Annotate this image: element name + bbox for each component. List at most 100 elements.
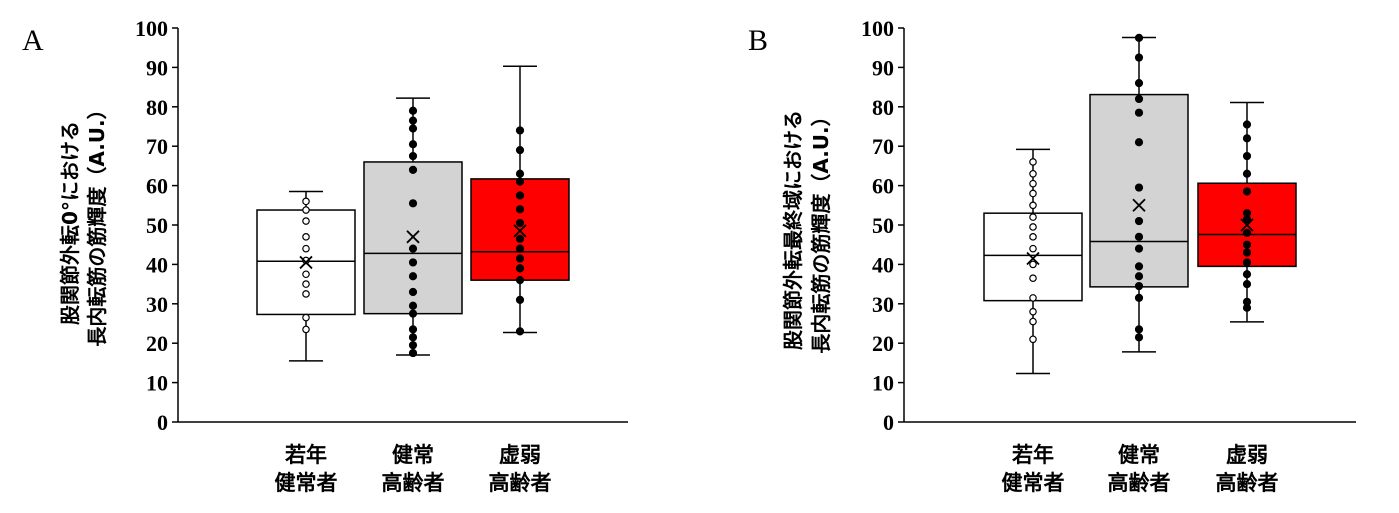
panel-b-group-3-data-point: [1242, 187, 1252, 196]
panel-b-group-3-data-point: [1242, 169, 1252, 178]
panel-b-group-1-label-line-1: 若年: [1011, 443, 1054, 467]
panel-b-group-2-data-point: [1134, 108, 1144, 117]
panel-b-group-2-data-point: [1134, 293, 1144, 302]
panel-a-group-3-data-point: [515, 177, 525, 186]
panel-b-group-3-label-line-1: 虚弱: [1226, 443, 1268, 467]
panel-b-group-1-mean-marker: [1026, 251, 1040, 266]
panel-a-ytick-label: 10: [146, 371, 168, 396]
panel-a-ytick-label: 100: [135, 16, 168, 41]
panel-a-group-1-data-point: [302, 233, 310, 241]
panel-a-group-3-data-point: [515, 205, 525, 214]
panel-b-group-1-data-point: [1029, 335, 1037, 344]
panel-a-group-3-data-point: [515, 146, 525, 155]
panel-a-group-2-data-point: [408, 348, 418, 358]
panel-b-group-2-mean-marker: [1132, 198, 1146, 212]
panel-a-ytick-label: 0: [157, 410, 168, 435]
panel-a-group-2-data-point: [408, 199, 418, 208]
panel-a-ytick-label: 50: [146, 213, 168, 238]
panel-b-group-2-data-point: [1134, 33, 1144, 42]
panel-b-ytick-label: 100: [861, 16, 894, 41]
panel-b-letter: B: [748, 24, 768, 57]
panel-a-group-3-label-line-2: 高齢者: [489, 471, 552, 495]
panel-a-letter: A: [22, 24, 44, 57]
panel-a-ytick-label: 60: [146, 174, 168, 199]
panel-b-group-2-data-point: [1134, 216, 1144, 226]
panel-b-group-2-data-point: [1134, 281, 1144, 291]
panel-b-group-1-data-point: [1029, 223, 1037, 231]
panel-a-group-2-data-point: [408, 244, 418, 253]
panel-a-group-2-data-point: [408, 151, 418, 161]
panel-b-group-1-data-point: [1029, 244, 1037, 253]
panel-b-group-2-data-point: [1134, 325, 1144, 334]
panel-a-group-1-data-point: [302, 270, 310, 279]
panel-a-group-1-mean-marker: [299, 255, 313, 270]
panel-b-ytick-label: 30: [872, 292, 894, 317]
panel-b-group-3-data-point: [1242, 270, 1252, 279]
panel-b-group-1-data-point: [1029, 213, 1037, 221]
panel-a-ytick-label: 20: [146, 331, 168, 356]
panel-b-group-1-data-point: [1029, 158, 1037, 166]
panel-a-ytick-label: 40: [146, 252, 168, 277]
panel-a-ytick-label: 30: [146, 292, 168, 317]
panel-b-group-1-label-line-2: 健常者: [1002, 471, 1065, 495]
panel-b-ylabel-line-1: 股関節外転最終域における: [781, 110, 805, 350]
panel-b-group-1-data-point: [1029, 294, 1037, 302]
panel-a-ylabel-line-2: 長内転筋の筋輝度（A.U.）: [85, 99, 109, 346]
panel-b-group-2-label-line-2: 高齢者: [1108, 471, 1171, 495]
panel-b-group-3-data-point: [1242, 248, 1252, 257]
panel-b-group-2-data-point: [1134, 79, 1144, 88]
panel-a-group-3-data-point: [515, 244, 525, 253]
panel-b-group-3-data-point: [1242, 228, 1252, 237]
panel-a-group-3-data-point: [515, 169, 525, 178]
panel-b-group-3-data-point: [1242, 240, 1252, 249]
panel-b-ytick-label: 90: [872, 55, 894, 80]
panel-b-group-1-data-point: [1029, 274, 1037, 282]
panel-b-ytick-label: 70: [872, 134, 894, 159]
panel-b-group-1-data-point: [1029, 189, 1037, 198]
panel-b-ytick-label: 80: [872, 95, 894, 120]
panel-a-group-3-data-point: [515, 218, 525, 228]
panel-b-ytick-label: 50: [872, 213, 894, 238]
panel-b-group-1-data-point: [1029, 201, 1037, 210]
panel-a-ylabel-line-1: 股関節外転0°における: [58, 121, 82, 325]
panel-a-group-3-data-point: [515, 264, 525, 273]
panel-b-group-1-data-point: [1029, 317, 1037, 326]
panel-a-group-2-data-point: [408, 116, 418, 125]
panel-b-group-2-data-point: [1134, 262, 1144, 271]
panel-b-ytick-label: 40: [872, 252, 894, 277]
panel-b-group-2-data-point: [1134, 232, 1144, 241]
panel-a-group-3-data-point: [515, 126, 525, 135]
panel-b-group-2-data-point: [1134, 183, 1144, 192]
panel-b-group-3-label-line-2: 高齢者: [1216, 471, 1279, 495]
panel-b-group-1-data-point: [1029, 179, 1037, 188]
panel-b-group-2-data-point: [1134, 333, 1144, 342]
panel-b-group-1-data-point: [1029, 260, 1037, 269]
panel-a-group-2-data-point: [408, 341, 418, 350]
panel-b-group-1-data-point: [1029, 307, 1037, 316]
panel-a-group-3-data-point: [515, 276, 525, 285]
panel-a-group-2-data-point: [408, 287, 418, 297]
panel-b: B 股関節外転最終域における 長内転筋の筋輝度（A.U.） 0102030405…: [748, 16, 1356, 495]
panel-b-group-3-mean-marker: [1240, 218, 1254, 232]
panel-a-group-2-data-point: [408, 272, 418, 281]
panel-b-ytick-label: 10: [872, 371, 894, 396]
panel-a-group-2-data-point: [408, 124, 418, 133]
panel-b-group-2-data-point: [1134, 244, 1144, 253]
panel-a-group-3-data-point: [515, 254, 525, 263]
panel-b-group-2-data-point: [1134, 94, 1144, 104]
panel-a-group-2-data-point: [408, 333, 418, 342]
panel-a-group-1-data-point: [302, 217, 310, 225]
panel-a-group-1-data-point: [302, 197, 310, 206]
panel-a-group-2-label-line-1: 健常: [392, 443, 434, 467]
panel-b-group-2-label-line-1: 健常: [1118, 443, 1160, 467]
panel-a-group-2-label-line-2: 高齢者: [382, 471, 445, 495]
panel-a-group-3-data-point: [515, 295, 525, 304]
panel-a-group-2-data-point: [408, 309, 418, 318]
panel-a-group-2-mean-marker: [406, 230, 420, 244]
panel-b-group-3-data-point: [1242, 134, 1252, 143]
panel-a-group-1-label-line-2: 健常者: [275, 471, 338, 495]
panel-b-ytick-label: 60: [872, 174, 894, 199]
panel-a-group-1-data-point: [302, 290, 310, 298]
